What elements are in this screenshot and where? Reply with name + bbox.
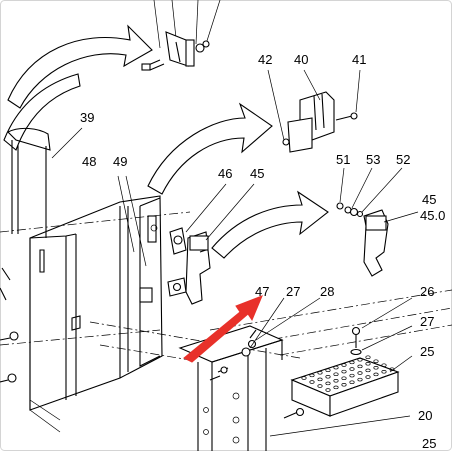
plate-hole: [349, 367, 355, 371]
plate-hole: [309, 373, 315, 378]
plate-hole: [325, 381, 331, 386]
plate-hole: [317, 377, 323, 382]
plate-hole: [301, 376, 307, 380]
alignment-centerlines: [0, 211, 452, 361]
assembly-arrow-top: [7, 24, 153, 109]
callout-25: 25: [420, 344, 434, 359]
plate-hole: [325, 388, 331, 392]
part-46-washer: [169, 227, 187, 255]
assembly-arrow-left: [3, 73, 81, 151]
plate-hole: [381, 370, 387, 374]
plate-hole: [373, 372, 379, 377]
lower-bracket-part-20: [178, 325, 284, 451]
leader-45b: [383, 211, 419, 223]
leader-40: [303, 69, 321, 101]
leader-52: [361, 167, 403, 213]
leader-42: [267, 69, 285, 141]
plate-hole: [357, 371, 363, 375]
callout-25-partial: 25: [422, 436, 436, 451]
plate-hole: [325, 375, 331, 379]
plate-hole: [365, 375, 371, 379]
plate-hole: [357, 364, 363, 369]
leader-26: [361, 297, 413, 329]
plate-fasteners-26-27: [350, 326, 362, 356]
callout-42: 42: [258, 52, 272, 67]
top-bracket-assembly: [141, 0, 221, 71]
plate-hole: [325, 368, 331, 372]
callout-51: 51: [336, 152, 350, 167]
callout-27-a: 27: [286, 284, 300, 299]
main-housing: [29, 195, 163, 433]
callout-41: 41: [352, 52, 366, 67]
plate-hole: [349, 373, 355, 378]
plate-hole: [349, 380, 355, 384]
plate-hole: [373, 359, 379, 363]
leader-48: [117, 175, 135, 253]
part-40-bracket: [287, 91, 335, 153]
plate-hole: [341, 383, 347, 387]
plate-hole: [365, 362, 371, 366]
callout-46: 46: [218, 166, 232, 181]
plate-hole: [341, 363, 347, 367]
callout-39: 39: [80, 110, 94, 125]
plate-hole: [381, 363, 387, 367]
plate-hole: [317, 384, 323, 388]
highlight-arrow: [183, 295, 263, 363]
callout-20: 20: [418, 408, 432, 423]
plate-hole: [365, 368, 371, 373]
plate-hole: [341, 376, 347, 380]
plate-hole: [333, 379, 339, 383]
callout-40: 40: [294, 52, 308, 67]
plate-hole: [357, 377, 363, 382]
plate-hole: [333, 385, 339, 390]
leader-45a: [205, 183, 255, 241]
plate-hole: [317, 371, 323, 375]
plate-hole: [357, 358, 363, 362]
left-edge-parts: [0, 267, 19, 383]
callout-45-b: 45: [422, 192, 436, 207]
part-42-screw: [282, 138, 290, 146]
leader-27b: [361, 325, 413, 351]
assembly-arrow-right: [211, 190, 329, 259]
plate-hole: [365, 355, 371, 359]
small-screw-lower: [283, 407, 305, 419]
callout-49: 49: [113, 154, 127, 169]
callout-26: 26: [420, 284, 434, 299]
callout-48: 48: [82, 154, 96, 169]
plate-hole: [309, 380, 315, 384]
callout-52: 52: [396, 152, 410, 167]
plate-hole: [373, 366, 379, 370]
leader-25: [389, 355, 413, 373]
leader-51: [339, 167, 345, 203]
leader-46: [185, 183, 227, 233]
callout-45-0: 45.0: [420, 208, 445, 223]
leader-49: [125, 175, 147, 267]
plate-hole: [349, 360, 355, 365]
assembly-arrow-mid: [147, 102, 273, 195]
leader-53: [351, 167, 373, 209]
panel-part-39: [7, 127, 51, 238]
leader-28: [255, 297, 321, 341]
callout-28: 28: [320, 284, 334, 299]
plate-hole: [333, 365, 339, 370]
callout-27-b: 27: [420, 314, 434, 329]
callout-53: 53: [366, 152, 380, 167]
plate-hole: [333, 372, 339, 376]
perforated-plate-part-25: [290, 355, 400, 417]
leader-27a: [249, 297, 285, 349]
leader-39: [51, 127, 83, 159]
callout-47: 47: [255, 284, 269, 299]
right-latch-assembly: [336, 202, 389, 277]
callout-45-a: 45: [250, 166, 264, 181]
part-47-washer: [167, 277, 187, 297]
leader-41: [355, 69, 361, 113]
part-41-screw: [335, 112, 358, 121]
part-45-latch: [185, 231, 211, 305]
leader-20: [269, 415, 411, 437]
plate-hole: [341, 369, 347, 374]
